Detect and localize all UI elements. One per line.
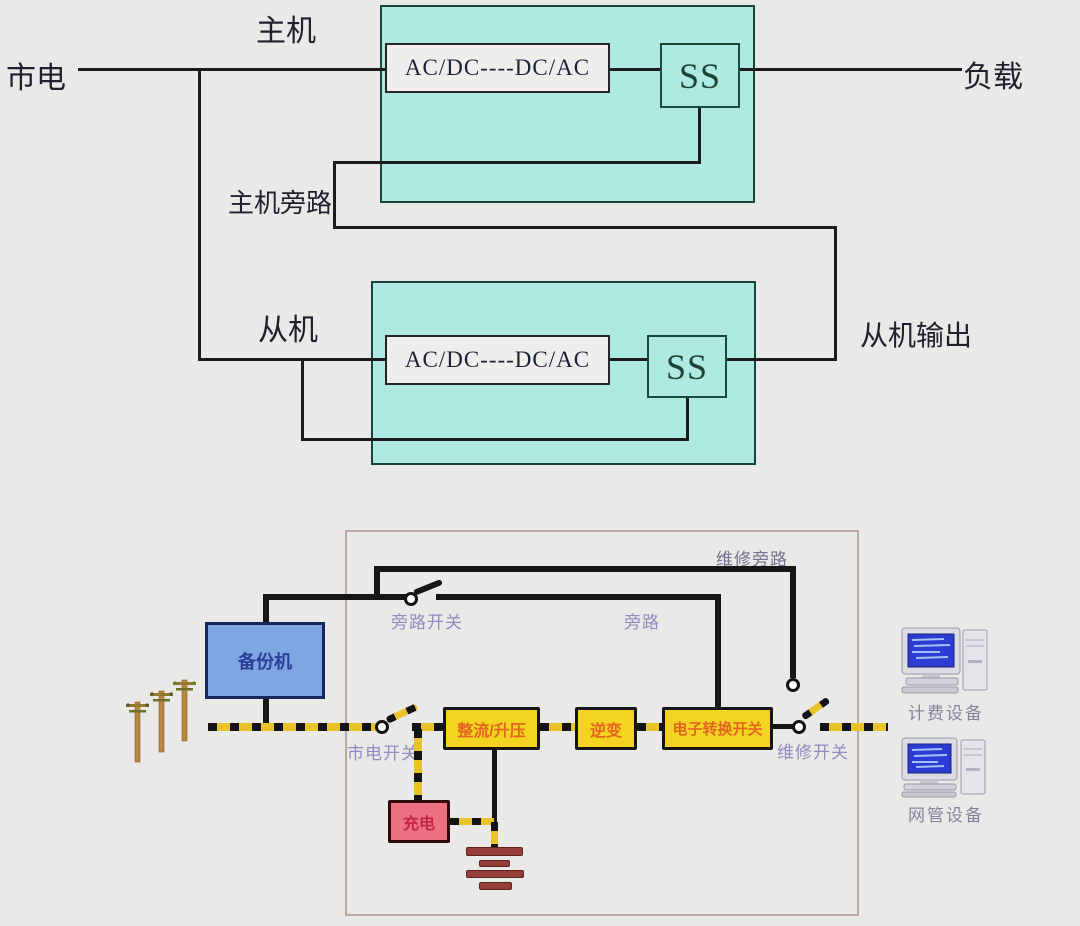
charger-box: 充电 xyxy=(388,800,450,843)
rectifier-boost-label: 整流/升压 xyxy=(457,722,526,740)
slave-bypass-vertical xyxy=(301,358,304,441)
maintenance-bypass-line-v-right xyxy=(790,566,796,678)
inverter-box: 逆变 xyxy=(575,707,637,750)
billing-equipment-label: 计费设备 xyxy=(908,704,984,723)
slave-output-vertical xyxy=(834,226,837,361)
transfer-switch-output-line xyxy=(773,724,794,729)
master-label: 主机 xyxy=(256,15,316,48)
master-bypass-horizontal xyxy=(333,161,701,164)
billing-computer-icon xyxy=(901,627,988,694)
master-ss-label: SS xyxy=(678,55,722,96)
maintenance-bypass-line-h xyxy=(374,566,796,572)
rectifier-to-inverter-line xyxy=(540,723,575,731)
ground-bar-3 xyxy=(466,870,524,878)
bypass-label: 旁路 xyxy=(624,613,660,632)
master-converter-label: AC/DC----DC/AC xyxy=(404,55,591,80)
ground-bar-2 xyxy=(479,860,510,867)
master-output-to-load-line xyxy=(740,68,962,71)
inverter-label: 逆变 xyxy=(589,722,622,740)
slave-bypass-horizontal xyxy=(301,438,689,441)
utility-poles-icon xyxy=(126,679,196,763)
mains-switch-pivot-icon xyxy=(375,720,389,734)
bypass-switch-label: 旁路开关 xyxy=(391,613,463,632)
ground-bar-1 xyxy=(466,847,523,856)
mains-line-to-slave xyxy=(198,358,387,361)
load-label: 负载 xyxy=(963,61,1023,94)
maintenance-switch-label: 维修开关 xyxy=(777,743,849,762)
slave-static-switch-box: SS xyxy=(647,335,727,398)
network-equipment-label: 网管设备 xyxy=(908,806,984,825)
charger-feed-striped-line xyxy=(414,729,422,802)
slave-output-label: 从机输出 xyxy=(860,320,973,351)
electronic-transfer-switch-box: 电子转换开关 xyxy=(662,707,773,750)
bypass-switch-pivot-icon xyxy=(404,592,418,606)
slave-converter-box: AC/DC----DC/AC xyxy=(385,335,610,385)
master-static-switch-box: SS xyxy=(660,43,740,108)
rectifier-boost-box: 整流/升压 xyxy=(443,707,540,750)
mains-striped-line xyxy=(208,723,376,731)
ground-bar-4 xyxy=(479,882,512,890)
master-converter-box: AC/DC----DC/AC xyxy=(385,43,610,93)
electronic-transfer-switch-label: 电子转换开关 xyxy=(672,721,763,738)
mains-label: 市电 xyxy=(6,62,66,95)
slave-ss-bypass-drop xyxy=(686,398,689,441)
slave-output-line xyxy=(727,358,837,361)
mains-switch-label: 市电开关 xyxy=(347,744,419,763)
bypass-line-h1 xyxy=(263,594,411,600)
maintenance-switch-pivot-icon xyxy=(792,720,806,734)
slave-converter-to-ss-line xyxy=(610,358,647,361)
inverter-to-transfer-line xyxy=(637,723,662,731)
slave-output-to-master-bypass-line xyxy=(333,226,837,229)
mains-line-to-master xyxy=(78,68,385,71)
master-converter-to-ss-line xyxy=(610,68,660,71)
backup-unit-box: 备份机 xyxy=(205,622,325,699)
charger-label: 充电 xyxy=(402,815,435,833)
charger-to-bus-striped-line xyxy=(450,818,494,825)
master-ss-bypass-drop xyxy=(698,108,701,164)
backup-unit-label: 备份机 xyxy=(238,651,292,672)
master-bypass-label: 主机旁路 xyxy=(228,188,333,218)
master-unit-box xyxy=(380,5,755,203)
maintenance-bypass-contact-icon xyxy=(786,678,800,692)
bypass-line-h2 xyxy=(436,594,721,600)
maintenance-bypass-line-v-left xyxy=(374,566,380,600)
slave-converter-label: AC/DC----DC/AC xyxy=(404,347,591,372)
rectifier-dc-bus-line xyxy=(492,750,497,822)
slave-label: 从机 xyxy=(258,314,318,347)
maintenance-bypass-label: 维修旁路 xyxy=(716,550,788,569)
slave-ss-label: SS xyxy=(665,346,709,387)
bypass-line-v xyxy=(715,594,721,710)
backup-unit-bottom-stub xyxy=(263,699,269,727)
output-striped-line xyxy=(820,723,888,731)
master-bypass-vertical xyxy=(333,161,336,229)
ground-striped-line xyxy=(491,822,498,849)
backup-unit-top-stub xyxy=(263,598,269,626)
mains-striped-line-2 xyxy=(412,723,443,731)
network-computer-icon xyxy=(901,737,986,798)
mains-branch-vertical xyxy=(198,68,201,361)
